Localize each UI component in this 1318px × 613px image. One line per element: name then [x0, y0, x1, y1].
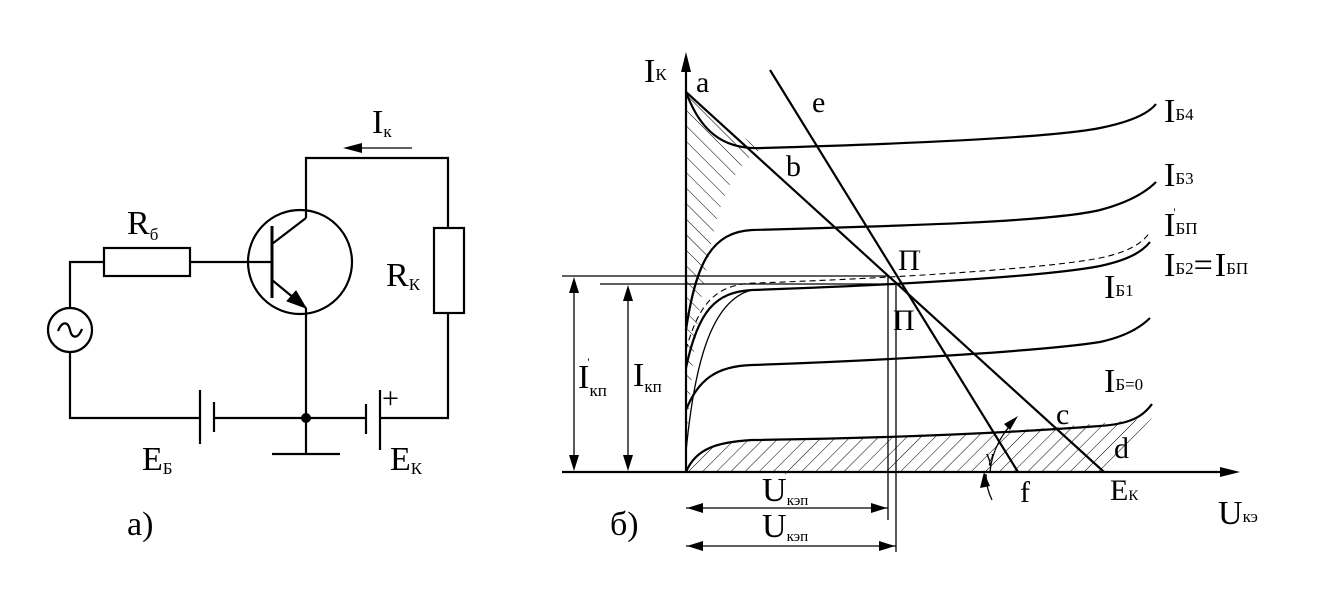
ek-label: EК: [1110, 474, 1139, 507]
transistor-icon: [246, 208, 354, 316]
u-kep-prime-dimension: [686, 503, 888, 513]
gamma-angle-icon: [980, 416, 1018, 501]
point-a-label: a: [696, 66, 709, 99]
junction-node: [301, 413, 311, 423]
i-kp-prime-dimension: [569, 277, 579, 471]
curve-ib0-label: IБ=0: [1104, 363, 1143, 400]
curve-ib4-label: IБ4: [1164, 93, 1194, 130]
curve-lower-trace: [685, 289, 753, 453]
u-kep-label: Uкэп: [762, 508, 808, 545]
point-p-label: П: [893, 304, 915, 337]
y-axis-label: IК: [644, 53, 667, 90]
u-kep-dimension: [686, 541, 896, 551]
x-axis-arrow-icon: [1220, 467, 1240, 477]
circuit-diagram: Rб RК Iк EБ + EК а): [46, 104, 466, 543]
curve-ibp-prime-label: I'БП: [1164, 205, 1198, 244]
base-battery-icon: [198, 390, 216, 444]
collector-resistor-label: RК: [386, 257, 421, 294]
base-resistor-label: Rб: [127, 205, 158, 244]
collector-battery-icon: [364, 390, 382, 450]
output-characteristics-graph: I'кп Iкп U'кэп Uкэп γ a b c d e f П': [562, 52, 1258, 552]
point-e-label: e: [812, 86, 825, 119]
curve-ib2-ibp-label: IБ2=IБП: [1164, 247, 1248, 284]
cutoff-region-hatch: [686, 418, 1152, 472]
point-d-label: d: [1114, 432, 1129, 465]
saturation-region-hatch: [686, 92, 760, 470]
curve-ib3: [684, 181, 1157, 331]
characteristic-curves: [684, 91, 1157, 473]
curve-ib3-label: IБ3: [1164, 157, 1194, 194]
point-p-prime-label: П': [898, 244, 921, 277]
x-axis-label: Uкэ: [1218, 495, 1258, 532]
u-kep-prime-label: U'кэп: [762, 468, 808, 509]
ac-load-line: [769, 69, 1019, 473]
curve-ib2-ibp: [684, 241, 1151, 369]
curve-ibp-prime: [685, 231, 1151, 351]
collector-current-arrow-icon: [343, 143, 412, 153]
ac-source-icon: [46, 306, 94, 354]
curve-ib0: [684, 403, 1153, 473]
circuit-caption: а): [127, 506, 153, 543]
curve-ib1-label: IБ1: [1104, 269, 1134, 306]
i-kp-dimension: [623, 285, 633, 471]
collector-resistor-icon: [432, 226, 466, 315]
gamma-label: γ: [985, 447, 994, 466]
point-c-label: c: [1056, 398, 1069, 431]
i-kp-prime-label: I'кп: [578, 355, 607, 400]
point-b-label: b: [786, 150, 801, 183]
plus-sign: +: [382, 382, 399, 415]
curve-ib1: [684, 317, 1151, 411]
base-resistor-icon: [102, 246, 192, 278]
dc-load-line: [685, 91, 1105, 473]
curve-ib4: [684, 91, 1157, 150]
collector-current-label: Iк: [372, 104, 392, 141]
base-battery-label: EБ: [142, 441, 173, 478]
circuit-wires: [68, 156, 450, 456]
i-kp-label: Iкп: [633, 357, 662, 396]
point-f-label: f: [1020, 476, 1030, 509]
collector-battery-label: EК: [390, 441, 423, 478]
y-axis-arrow-icon: [681, 52, 691, 72]
graph-caption: б): [610, 506, 639, 543]
